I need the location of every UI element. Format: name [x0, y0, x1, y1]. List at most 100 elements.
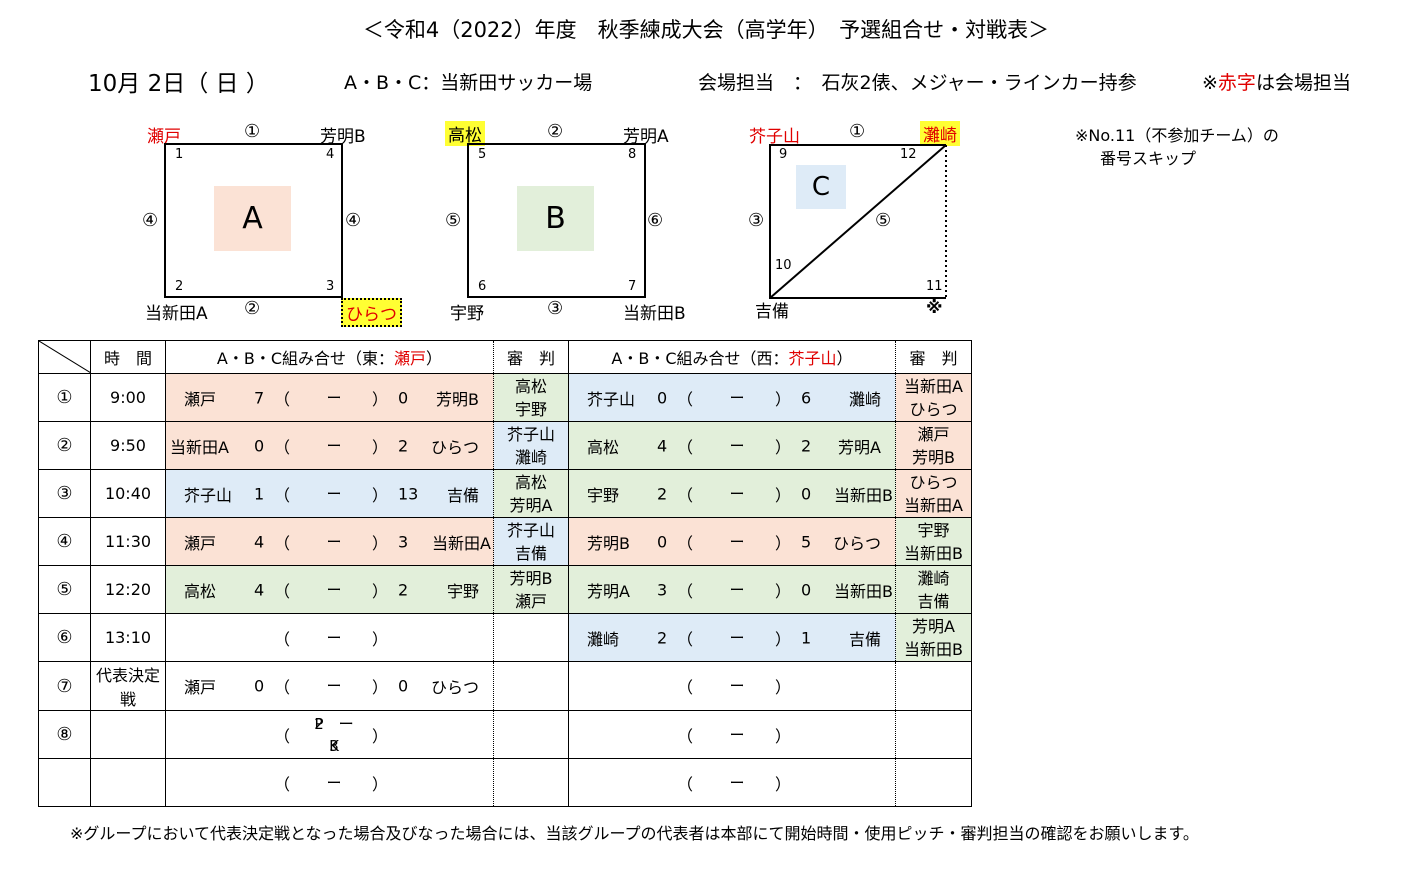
paren-close: ） — [372, 389, 389, 409]
red-note-red: 赤字 — [1217, 72, 1256, 94]
row-time: 9:50 — [90, 421, 166, 470]
e-referee-cell: 芥子山吉備 — [493, 517, 569, 566]
paren-close: ） — [372, 774, 389, 794]
header-west-text: A・B・C組み合せ（西： — [611, 349, 789, 368]
paren-open: （ — [274, 485, 291, 505]
group-c-pitch-top: ① — [849, 121, 866, 142]
group-b-num-6: 6 — [478, 279, 487, 294]
dash-bottom: ー — [326, 388, 342, 407]
away-team: 宇野 — [446, 581, 479, 601]
duty-info: 会場担当 ： 石灰2俵、メジャー・ラインカー持参 — [698, 72, 1137, 94]
e-referee-cell: 高松宇野 — [493, 373, 569, 422]
home-team: 瀬戸 — [184, 533, 217, 553]
group-b-num-8: 8 — [628, 147, 637, 162]
dash-bottom: ー — [729, 628, 745, 647]
home-team: 瀬戸 — [184, 389, 217, 409]
home-team: 高松 — [587, 437, 620, 457]
row-number — [38, 758, 91, 807]
w-referee-cell — [895, 710, 972, 759]
e-referee-cell: 芥子山灘崎 — [493, 421, 569, 470]
page-title: ＜令和4（2022）年度 秋季練成大会（高学年） 予選組合せ・対戦表＞ — [362, 18, 1050, 42]
away-team: 吉備 — [848, 629, 881, 649]
group-c-field — [769, 144, 947, 299]
footer-note: ※グループにおいて代表決定戦となった場合及びなった場合には、当該グループの代表者… — [70, 824, 1199, 843]
paren-close: ） — [372, 726, 389, 746]
group-a-team-tr: 芳明B — [320, 127, 366, 147]
referee-2: 当新田B — [904, 639, 963, 659]
w-match-cell: （ーー） — [568, 758, 896, 807]
paren-open: （ — [677, 485, 694, 505]
group-a-pitch-top: ① — [244, 121, 261, 142]
paren-open: （ — [677, 629, 694, 649]
paren-close: ） — [775, 629, 792, 649]
group-c-team-tl: 芥子山 — [749, 127, 800, 147]
referee-2: 瀬戸 — [514, 591, 547, 611]
group-a-num-2: 2 — [175, 279, 184, 294]
w-referee-cell: 瀬戸芳明B — [895, 421, 972, 470]
home-score: 0 — [657, 388, 668, 407]
group-c-num-12: 12 — [900, 147, 917, 162]
away-score: 2 — [801, 436, 812, 455]
group-c-num-10: 10 — [775, 258, 792, 273]
group-c-num-11: 11 — [926, 279, 943, 294]
header-west-red: 芥子山 — [788, 349, 837, 368]
group-a-num-1: 1 — [175, 147, 184, 162]
row-number: ⑤ — [38, 565, 91, 614]
w-referee-cell: ひらつ当新田A — [895, 469, 972, 518]
row-number: ③ — [38, 469, 91, 518]
home-score: 4 — [254, 532, 265, 551]
away-team: ひらつ — [430, 678, 479, 697]
referee-1: 宇野 — [917, 520, 950, 540]
header-corner — [38, 340, 91, 374]
row-time: 9:00 — [90, 373, 166, 422]
header-west: A・B・C組み合せ（西：芥子山） — [568, 340, 896, 374]
dash-top: ー — [729, 725, 745, 744]
group-b-num-7: 7 — [628, 279, 637, 294]
dash-top: ー — [729, 532, 745, 551]
header-east-text: A・B・C組み合せ（東： — [216, 349, 395, 368]
dash-bottom: ー — [326, 436, 342, 455]
paren-close: ） — [775, 533, 792, 553]
e-referee-cell — [493, 758, 569, 807]
home-team: 宇野 — [587, 485, 620, 505]
group-b-label: B — [517, 186, 594, 251]
dash-top: ー — [326, 773, 342, 792]
referee-1: 当新田A — [904, 376, 963, 396]
away-score: 0 — [398, 388, 409, 407]
header-time: 時 間 — [90, 340, 166, 374]
group-b-team-tl: 高松 — [445, 121, 485, 146]
away-score: 2 — [398, 580, 409, 599]
paren-open: （ — [274, 774, 291, 794]
home-score: 0 — [657, 532, 668, 551]
paren-open: （ — [677, 389, 694, 409]
dash-bottom: ー — [729, 725, 745, 744]
w-referee-cell: 宇野当新田B — [895, 517, 972, 566]
e-referee-cell: 高松芳明A — [493, 469, 569, 518]
group-a-pitch-bottom: ② — [244, 298, 261, 319]
paren-close: ） — [372, 485, 389, 505]
group-c-skip-mark: ※ — [926, 298, 943, 318]
home-team: 芥子山 — [587, 389, 636, 409]
group-b-num-5: 5 — [478, 147, 487, 162]
dash-bottom: ー — [729, 580, 745, 599]
w-match-cell: （ーー） — [568, 710, 896, 759]
e-referee-cell — [493, 661, 569, 711]
row-number: ② — [38, 421, 91, 470]
header-east-red: 瀬戸 — [394, 349, 427, 368]
paren-open: （ — [274, 389, 291, 409]
skip-note-line1: ※No.11（不参加チーム）の — [1075, 126, 1279, 145]
away-score: 0 — [801, 484, 812, 503]
paren-close: ） — [775, 485, 792, 505]
header-east-ref: 審 判 — [493, 340, 569, 374]
referee-1: 高松 — [514, 376, 547, 396]
referee-2: 芳明B — [912, 447, 955, 467]
